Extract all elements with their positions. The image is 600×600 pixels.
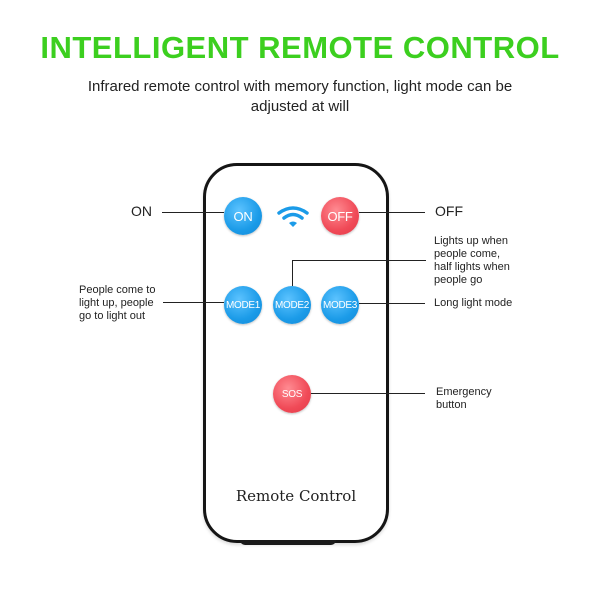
page-subtitle: Infrared remote control with memory func… [87, 78, 513, 115]
off-callout-label: OFF [435, 203, 463, 219]
remote-bottom-notch [240, 540, 336, 545]
sos-button[interactable]: SOS [273, 375, 311, 413]
mode2-callout-line [292, 260, 426, 261]
wifi-icon [277, 206, 309, 227]
mode1-callout-line [163, 302, 224, 303]
page-title: INTELLIGENT REMOTE CONTROL [40, 30, 560, 65]
on-button[interactable]: ON [224, 197, 262, 235]
mode1-button[interactable]: MODE1 [224, 286, 262, 324]
sos-callout-line [311, 393, 425, 394]
mode2-callout-drop [292, 260, 293, 286]
mode2-button[interactable]: MODE2 [273, 286, 311, 324]
on-callout-label: ON [131, 203, 152, 219]
remote-label: Remote Control [235, 487, 357, 505]
sos-callout-label: Emergency button [436, 386, 492, 411]
off-callout-line [359, 212, 425, 213]
mode2-callout-label: Lights up when people come, half lights … [434, 235, 510, 286]
mode3-callout-label: Long light mode [434, 297, 513, 309]
mode1-callout-label: People come to light up, people go to li… [79, 284, 156, 322]
mode3-callout-line [359, 303, 425, 304]
mode3-button[interactable]: MODE3 [321, 286, 359, 324]
off-button[interactable]: OFF [321, 197, 359, 235]
on-callout-line [162, 212, 224, 213]
